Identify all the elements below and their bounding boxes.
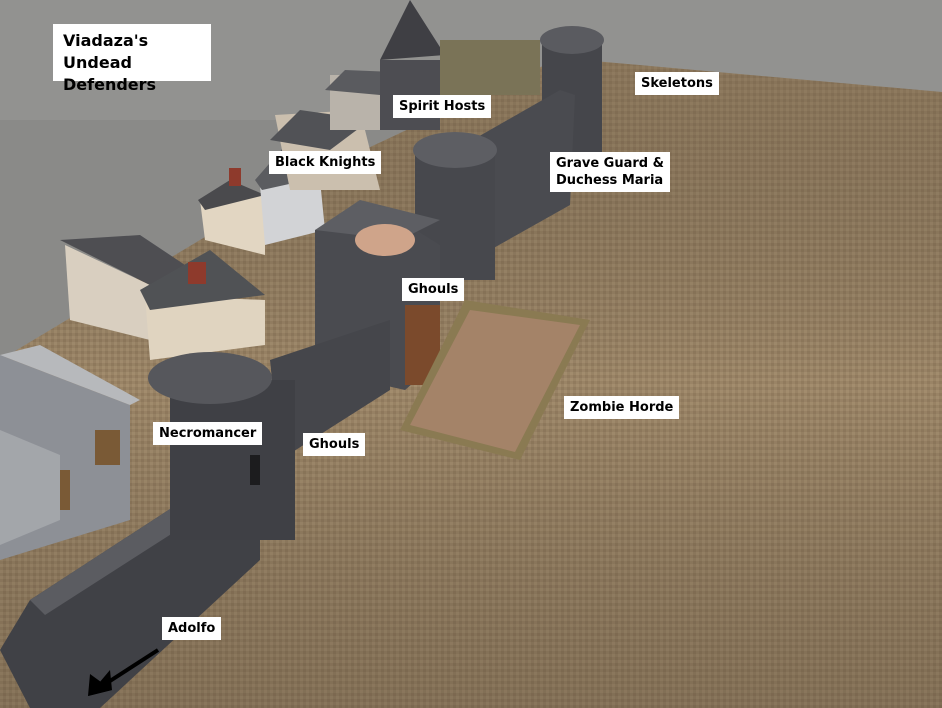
label-ghouls-wall: Ghouls (303, 433, 366, 456)
label-ghouls-tower: Ghouls (402, 278, 465, 301)
title-box: Viadaza's Undead Defenders (53, 24, 211, 94)
grave-guard-tower (413, 132, 497, 280)
village-houses (60, 70, 395, 360)
title-line-1: Viadaza's Undead (63, 31, 149, 72)
label-grave-guard: Grave Guard & Duchess Maria (550, 152, 670, 192)
label-adolfo: Adolfo (162, 617, 222, 640)
title-line-2: Defenders (63, 75, 157, 94)
barn-buildings (0, 345, 140, 560)
label-black-knights: Black Knights (269, 151, 382, 174)
label-spirit-hosts: Spirit Hosts (393, 95, 492, 118)
label-necromancer: Necromancer (153, 422, 263, 445)
necromancer-tower (148, 352, 295, 540)
label-grave-guard-line-1: Grave Guard & (556, 156, 664, 171)
label-skeletons: Skeletons (635, 72, 719, 95)
front-curtain-wall (270, 320, 390, 460)
label-zombie-horde: Zombie Horde (564, 396, 680, 419)
label-grave-guard-line-2: Duchess Maria (556, 173, 664, 188)
zombie-horde-base (400, 300, 590, 460)
arrow-pointer (88, 648, 160, 696)
